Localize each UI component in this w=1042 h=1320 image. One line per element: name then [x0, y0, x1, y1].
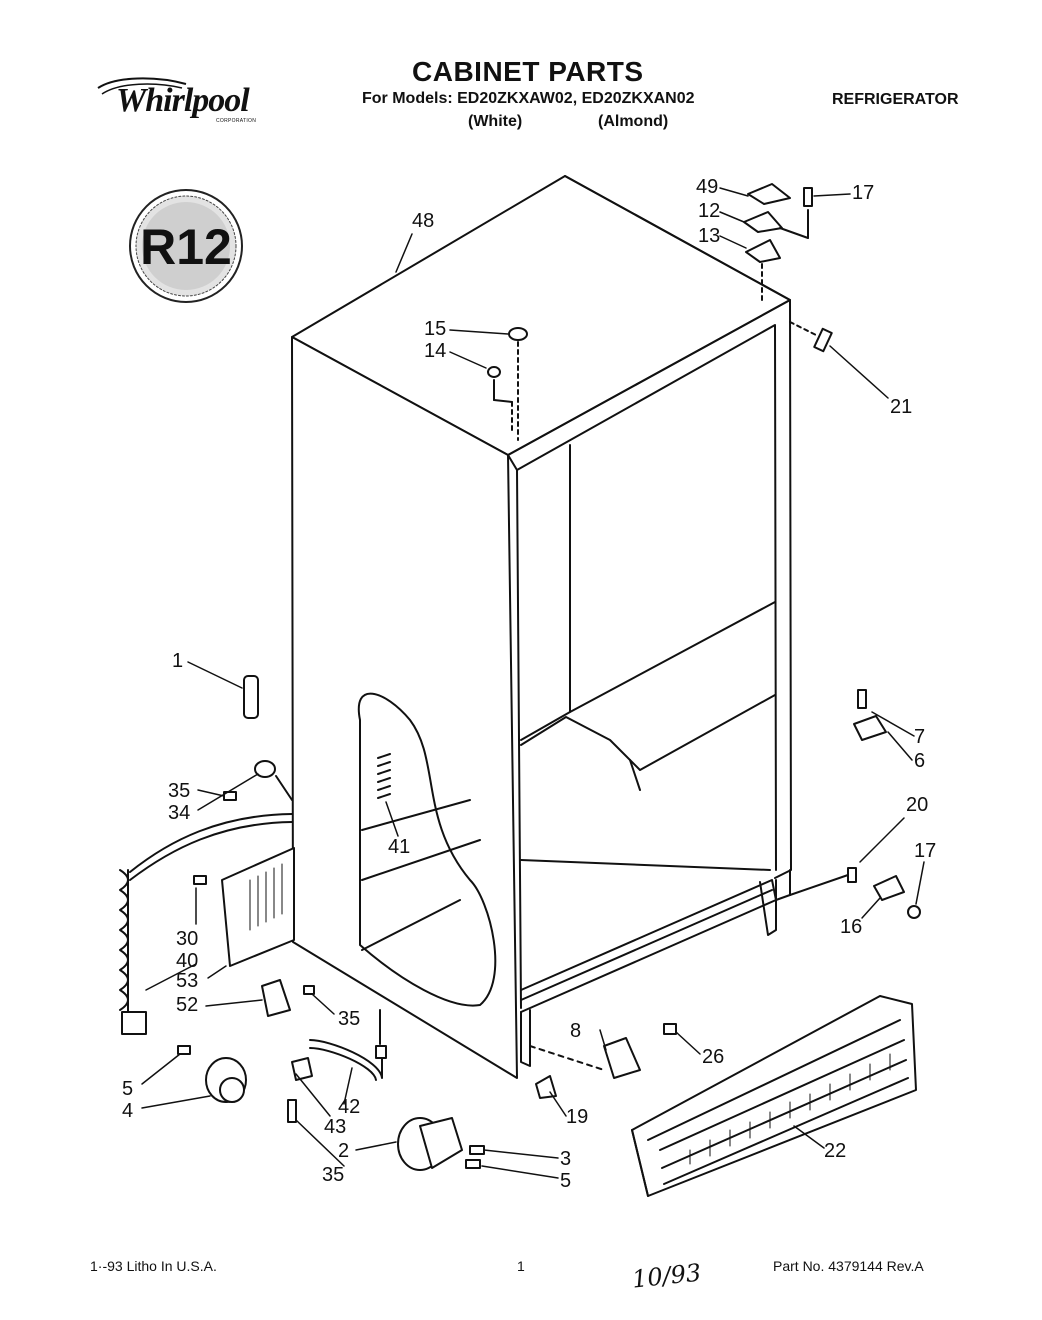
top-hinge-parts: [743, 183, 813, 301]
callout-13: 13: [698, 225, 721, 247]
callout-5-right: 5: [560, 1170, 572, 1192]
callout-2: 2: [338, 1140, 350, 1162]
callout-5-left: 5: [122, 1078, 134, 1100]
logo-swirl-icon: [97, 77, 187, 95]
power-cord: [119, 813, 293, 1035]
callout-8: 8: [570, 1020, 582, 1042]
toe-grille: [631, 995, 917, 1197]
footer-page-number: 1: [517, 1258, 525, 1274]
callout-17-top: 17: [852, 182, 875, 204]
models-line: For Models: ED20ZKXAW02, ED20ZKXAN02: [362, 90, 695, 107]
r12-badge-text: R12: [140, 219, 232, 275]
callout-1: 1: [172, 650, 184, 672]
callout-49: 49: [696, 176, 719, 198]
callout-4: 4: [122, 1100, 134, 1122]
callout-53: 53: [176, 970, 199, 992]
callout-34: 34: [168, 802, 191, 824]
logo-wordmark: Whirlpool: [116, 82, 250, 119]
appliance-category: REFRIGERATOR: [832, 91, 959, 108]
cabinet-shell: [291, 175, 792, 1079]
leader-lines: [141, 187, 925, 1179]
footer-litho: 1·-93 Litho In U.S.A.: [90, 1258, 217, 1274]
callout-35-upper: 35: [168, 780, 191, 802]
callout-42: 42: [338, 1096, 361, 1118]
callout-43: 43: [324, 1116, 347, 1138]
callout-30: 30: [176, 928, 199, 950]
callout-7: 7: [914, 726, 926, 748]
callout-21: 21: [890, 396, 913, 418]
callout-52: 52: [176, 994, 199, 1016]
callout-22: 22: [824, 1140, 847, 1162]
callout-14: 14: [424, 340, 447, 362]
color-white: (White): [468, 113, 523, 130]
callout-26: 26: [702, 1046, 725, 1068]
logo-corporation: CORPORATION: [216, 118, 257, 124]
callout-35-mid: 35: [338, 1008, 361, 1030]
callout-48: 48: [412, 210, 435, 232]
callout-15: 15: [424, 318, 447, 340]
callout-40: 40: [176, 950, 199, 972]
color-almond: (Almond): [598, 113, 669, 130]
footer-part-number: Part No. 4379144 Rev.A: [773, 1258, 924, 1274]
callout-19: 19: [566, 1106, 589, 1128]
callout-12: 12: [698, 200, 721, 222]
callout-17-right: 17: [914, 840, 937, 862]
callout-35-lower: 35: [322, 1164, 345, 1186]
callout-20: 20: [906, 794, 929, 816]
callout-16: 16: [840, 916, 863, 938]
r12-badge: R12: [129, 189, 243, 303]
page-title: CABINET PARTS: [412, 56, 644, 87]
callout-41: 41: [388, 836, 411, 858]
whirlpool-logo: Whirlpool CORPORATION: [96, 74, 268, 130]
callout-3: 3: [560, 1148, 572, 1170]
callout-6: 6: [914, 750, 926, 772]
